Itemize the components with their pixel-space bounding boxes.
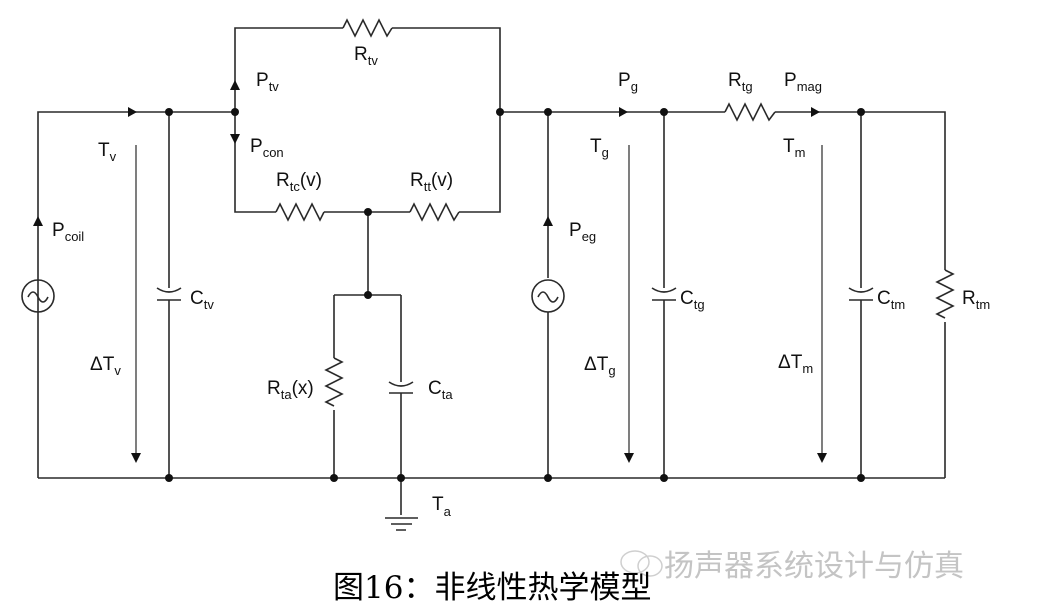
- label-pcon: Pcon: [250, 136, 284, 160]
- label-peg: Peg: [569, 220, 596, 244]
- wires: [37, 27, 946, 515]
- label-tg: Tg: [590, 136, 609, 160]
- capacitor-ctv: [156, 287, 182, 301]
- watermark: 扬声器系统设计与仿真: [620, 549, 964, 584]
- arrow-ptv-up-icon: [230, 80, 240, 90]
- label-delta-tm: ΔTm: [778, 352, 813, 376]
- junction-dots: [165, 108, 865, 482]
- arrow-peg-up-icon: [543, 216, 553, 226]
- label-rtm: Rtm: [962, 288, 990, 312]
- source-pcoil-icon: [21, 279, 55, 313]
- resistor-rtc: [275, 202, 325, 222]
- label-rtv: Rtv: [354, 44, 378, 68]
- capacitor-ctm: [848, 287, 874, 301]
- label-pcoil: Pcoil: [52, 220, 84, 244]
- arrow-pg-right-icon: [619, 107, 628, 117]
- resistor-rtm: [935, 269, 955, 319]
- label-delta-tv: ΔTv: [90, 354, 121, 378]
- arrow-tv-right-icon: [128, 107, 137, 117]
- capacitor-cta: [388, 381, 414, 394]
- resistor-rtg: [724, 102, 776, 122]
- label-rtt: Rtt(v): [410, 170, 453, 194]
- resistor-rtt: [409, 202, 460, 222]
- label-delta-tg: ΔTg: [584, 354, 616, 378]
- wire-rtv-branch: [234, 27, 501, 112]
- wire-right: [500, 111, 946, 478]
- arrow-pmag-right-icon: [811, 107, 820, 117]
- label-pmag: Pmag: [784, 70, 822, 94]
- source-peg-icon: [531, 279, 565, 313]
- label-rtc: Rtc(v): [276, 170, 322, 194]
- label-cta: Cta: [428, 378, 453, 402]
- arrow-pcon-down-icon: [230, 134, 240, 144]
- label-ctg: Ctg: [680, 288, 705, 312]
- watermark-text: 扬声器系统设计与仿真: [664, 549, 964, 584]
- label-rta: Rta(x): [267, 378, 314, 402]
- label-ptv: Ptv: [256, 70, 279, 94]
- wire-rtc-rtt-branch: [234, 112, 501, 213]
- resistor-rta: [324, 357, 344, 407]
- delta-t-arrows: [131, 145, 827, 463]
- label-ctm: Ctm: [877, 288, 905, 312]
- label-rtg: Rtg: [728, 70, 753, 94]
- label-tm: Tm: [783, 136, 805, 160]
- wechat-logo-icon: [620, 550, 663, 577]
- label-ta: Ta: [432, 494, 452, 519]
- label-ctv: Ctv: [190, 288, 214, 312]
- resistor-rtv: [342, 18, 393, 38]
- arrow-pcoil-up-icon: [33, 216, 43, 226]
- ground-icon: [385, 517, 418, 531]
- label-tv: Tv: [98, 140, 117, 164]
- figure-caption: 图16：非线性热学模型: [333, 570, 651, 606]
- label-pg: Pg: [618, 70, 638, 94]
- capacitor-ctg: [651, 287, 677, 301]
- wire-center: [333, 212, 402, 478]
- flow-arrows: [33, 80, 820, 226]
